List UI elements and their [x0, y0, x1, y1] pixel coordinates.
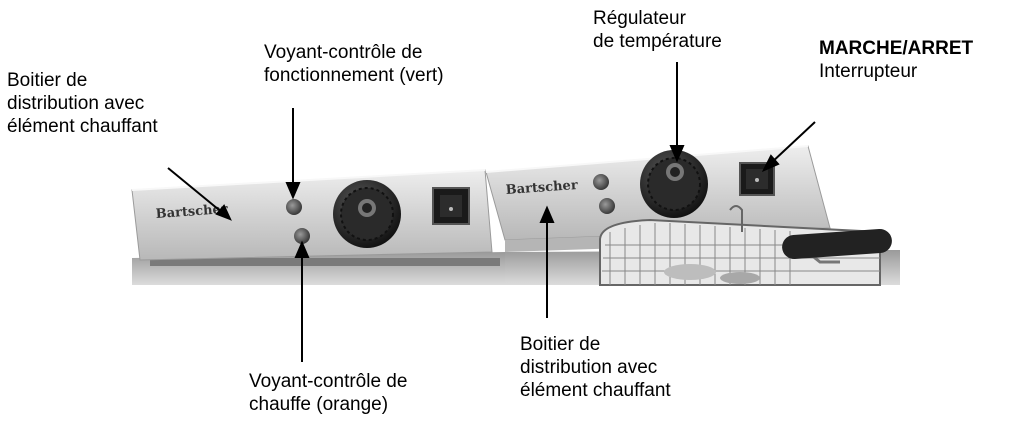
lamp-green-right	[593, 174, 609, 190]
basket-handle	[782, 229, 892, 264]
label-regulateur: Régulateur de température	[593, 8, 722, 52]
lamp-green-left	[286, 199, 302, 215]
label-boitier-left: Boitier de distribution avec élément cha…	[7, 70, 158, 137]
power-switch-left	[432, 187, 470, 225]
temperature-knob-right	[640, 150, 708, 218]
brand-logo-left: Bartscher	[155, 202, 228, 222]
label-voyant-chauffe: Voyant-contrôle de chauffe (orange)	[249, 371, 408, 415]
label-marche-arret: MARCHE/ARRET Interrupteur	[819, 38, 974, 82]
label-voyant-fonctionnement: Voyant-contrôle de fonctionnement (vert)	[264, 42, 444, 86]
brand-logo-right: Bartscher	[505, 178, 578, 198]
lamp-orange-left	[294, 228, 310, 244]
label-boitier-right: Boitier de distribution avec élément cha…	[520, 334, 671, 401]
temperature-knob-left	[333, 180, 401, 248]
lamp-orange-right	[599, 198, 615, 214]
callout-arrows	[167, 62, 816, 362]
